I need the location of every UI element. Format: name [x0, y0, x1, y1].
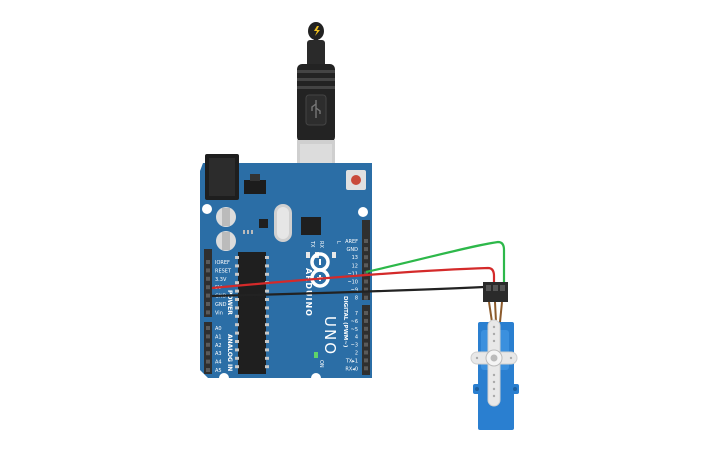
mounting-hole [202, 204, 212, 214]
digital-pin[interactable] [364, 358, 368, 363]
atmega-chip [235, 252, 269, 374]
power-pin[interactable] [206, 276, 210, 281]
digital-pin-label: 13 [352, 255, 358, 261]
mounting-hole [358, 207, 368, 217]
power-pin[interactable] [206, 302, 210, 306]
analog-pin-label: A0 [215, 326, 222, 332]
digital-pin[interactable] [364, 279, 368, 284]
digital-pin-label: ~9 [351, 288, 358, 294]
digital-pin-label: RX◂0 [345, 366, 358, 372]
power-pin-label: IOREF [215, 260, 230, 266]
analog-pin[interactable] [206, 359, 210, 364]
digital-pin[interactable] [364, 255, 368, 260]
analog-pin[interactable] [206, 342, 210, 347]
icsp-pins [243, 230, 253, 234]
l-label: L [335, 241, 341, 244]
usb-symbol-icon [311, 100, 321, 118]
analog-pin[interactable] [206, 351, 210, 356]
lightning-icon [314, 26, 320, 36]
analog-pin[interactable] [206, 368, 210, 372]
power-wire[interactable] [211, 266, 496, 290]
digital-pin[interactable] [364, 334, 368, 339]
power-pin[interactable] [206, 293, 210, 298]
digital-pin[interactable] [364, 271, 368, 276]
on-led [314, 352, 318, 358]
digital-pin[interactable] [364, 263, 368, 268]
digital-pin[interactable] [364, 326, 368, 331]
rx-label: RX [318, 241, 324, 248]
arduino-uno-board[interactable]: TX RX L ARDUINO UNO ON IOREFRESET3.3V5VG… [200, 154, 372, 383]
ground-wire[interactable] [211, 285, 485, 298]
digital-header-upper[interactable]: AREF GND 13 12 ~11 ~10 ~9 8 [345, 220, 370, 302]
digital-pin-label: 4 [355, 335, 358, 341]
digital-pin[interactable] [364, 318, 368, 323]
wires[interactable] [211, 240, 506, 298]
micro-servo[interactable] [470, 282, 519, 430]
digital-pin-label: TX▸1 [345, 358, 358, 364]
power-pin[interactable] [206, 310, 210, 315]
analog-pin-label: A5 [215, 368, 222, 374]
analog-pin-label: A1 [215, 334, 222, 340]
digital-pin-label: 7 [355, 311, 358, 317]
digital-pin-label: 12 [352, 263, 358, 269]
digital-pin[interactable] [364, 366, 368, 371]
model-label: UNO [321, 316, 339, 356]
digital-pin-label: AREF [345, 239, 358, 245]
power-header-title: POWER [226, 290, 233, 315]
digital-pin-label: ~11 [347, 271, 358, 277]
signal-wire[interactable] [365, 240, 506, 286]
power-pin[interactable] [206, 268, 210, 273]
analog-pin[interactable] [206, 326, 210, 330]
power-pin-label: GND [215, 302, 227, 308]
digital-pin-label: ~5 [351, 327, 358, 333]
digital-pin-label: 8 [355, 296, 358, 302]
digital-pin-label: 2 [355, 351, 358, 357]
small-chip [259, 219, 268, 228]
digital-pin-label: ~3 [351, 343, 358, 349]
analog-pin-label: A3 [215, 351, 222, 357]
power-pin[interactable] [206, 260, 210, 264]
on-label: ON [318, 360, 324, 368]
analog-pin-label: A2 [215, 343, 222, 349]
digital-pin[interactable] [364, 350, 368, 355]
servo-horn[interactable] [470, 319, 518, 407]
power-pin[interactable] [206, 285, 210, 290]
analog-header-title: ANALOG IN [226, 334, 233, 371]
analog-pin[interactable] [206, 334, 210, 339]
tx-label: TX [309, 240, 315, 248]
digital-pin[interactable] [364, 247, 368, 252]
digital-pin-label: GND [347, 247, 359, 253]
analog-pin-label: A4 [215, 360, 222, 366]
usb-interface-chip [301, 217, 321, 235]
digital-pin[interactable] [364, 342, 368, 347]
digital-pin[interactable] [364, 287, 368, 292]
servo-cable [488, 301, 503, 323]
digital-pin[interactable] [364, 311, 368, 315]
reset-button-cap[interactable] [351, 175, 361, 185]
digital-pin-label: ~6 [351, 319, 358, 325]
digital-header-lower[interactable]: 7 ~6 ~5 4 ~3 2TX▸1RX◂0 [345, 305, 370, 375]
digital-pin[interactable] [364, 295, 368, 300]
mounting-hole [311, 373, 321, 383]
power-pin-label: Vin [215, 310, 223, 316]
mounting-hole [219, 373, 229, 383]
power-pin-label: 3.3V [215, 277, 227, 283]
power-pin-label: RESET [215, 268, 232, 274]
digital-pin[interactable] [364, 239, 368, 243]
digital-header-title: DIGITAL (PWM~) [342, 296, 348, 348]
voltage-regulator [244, 180, 266, 194]
digital-pin-label: ~10 [347, 280, 358, 286]
